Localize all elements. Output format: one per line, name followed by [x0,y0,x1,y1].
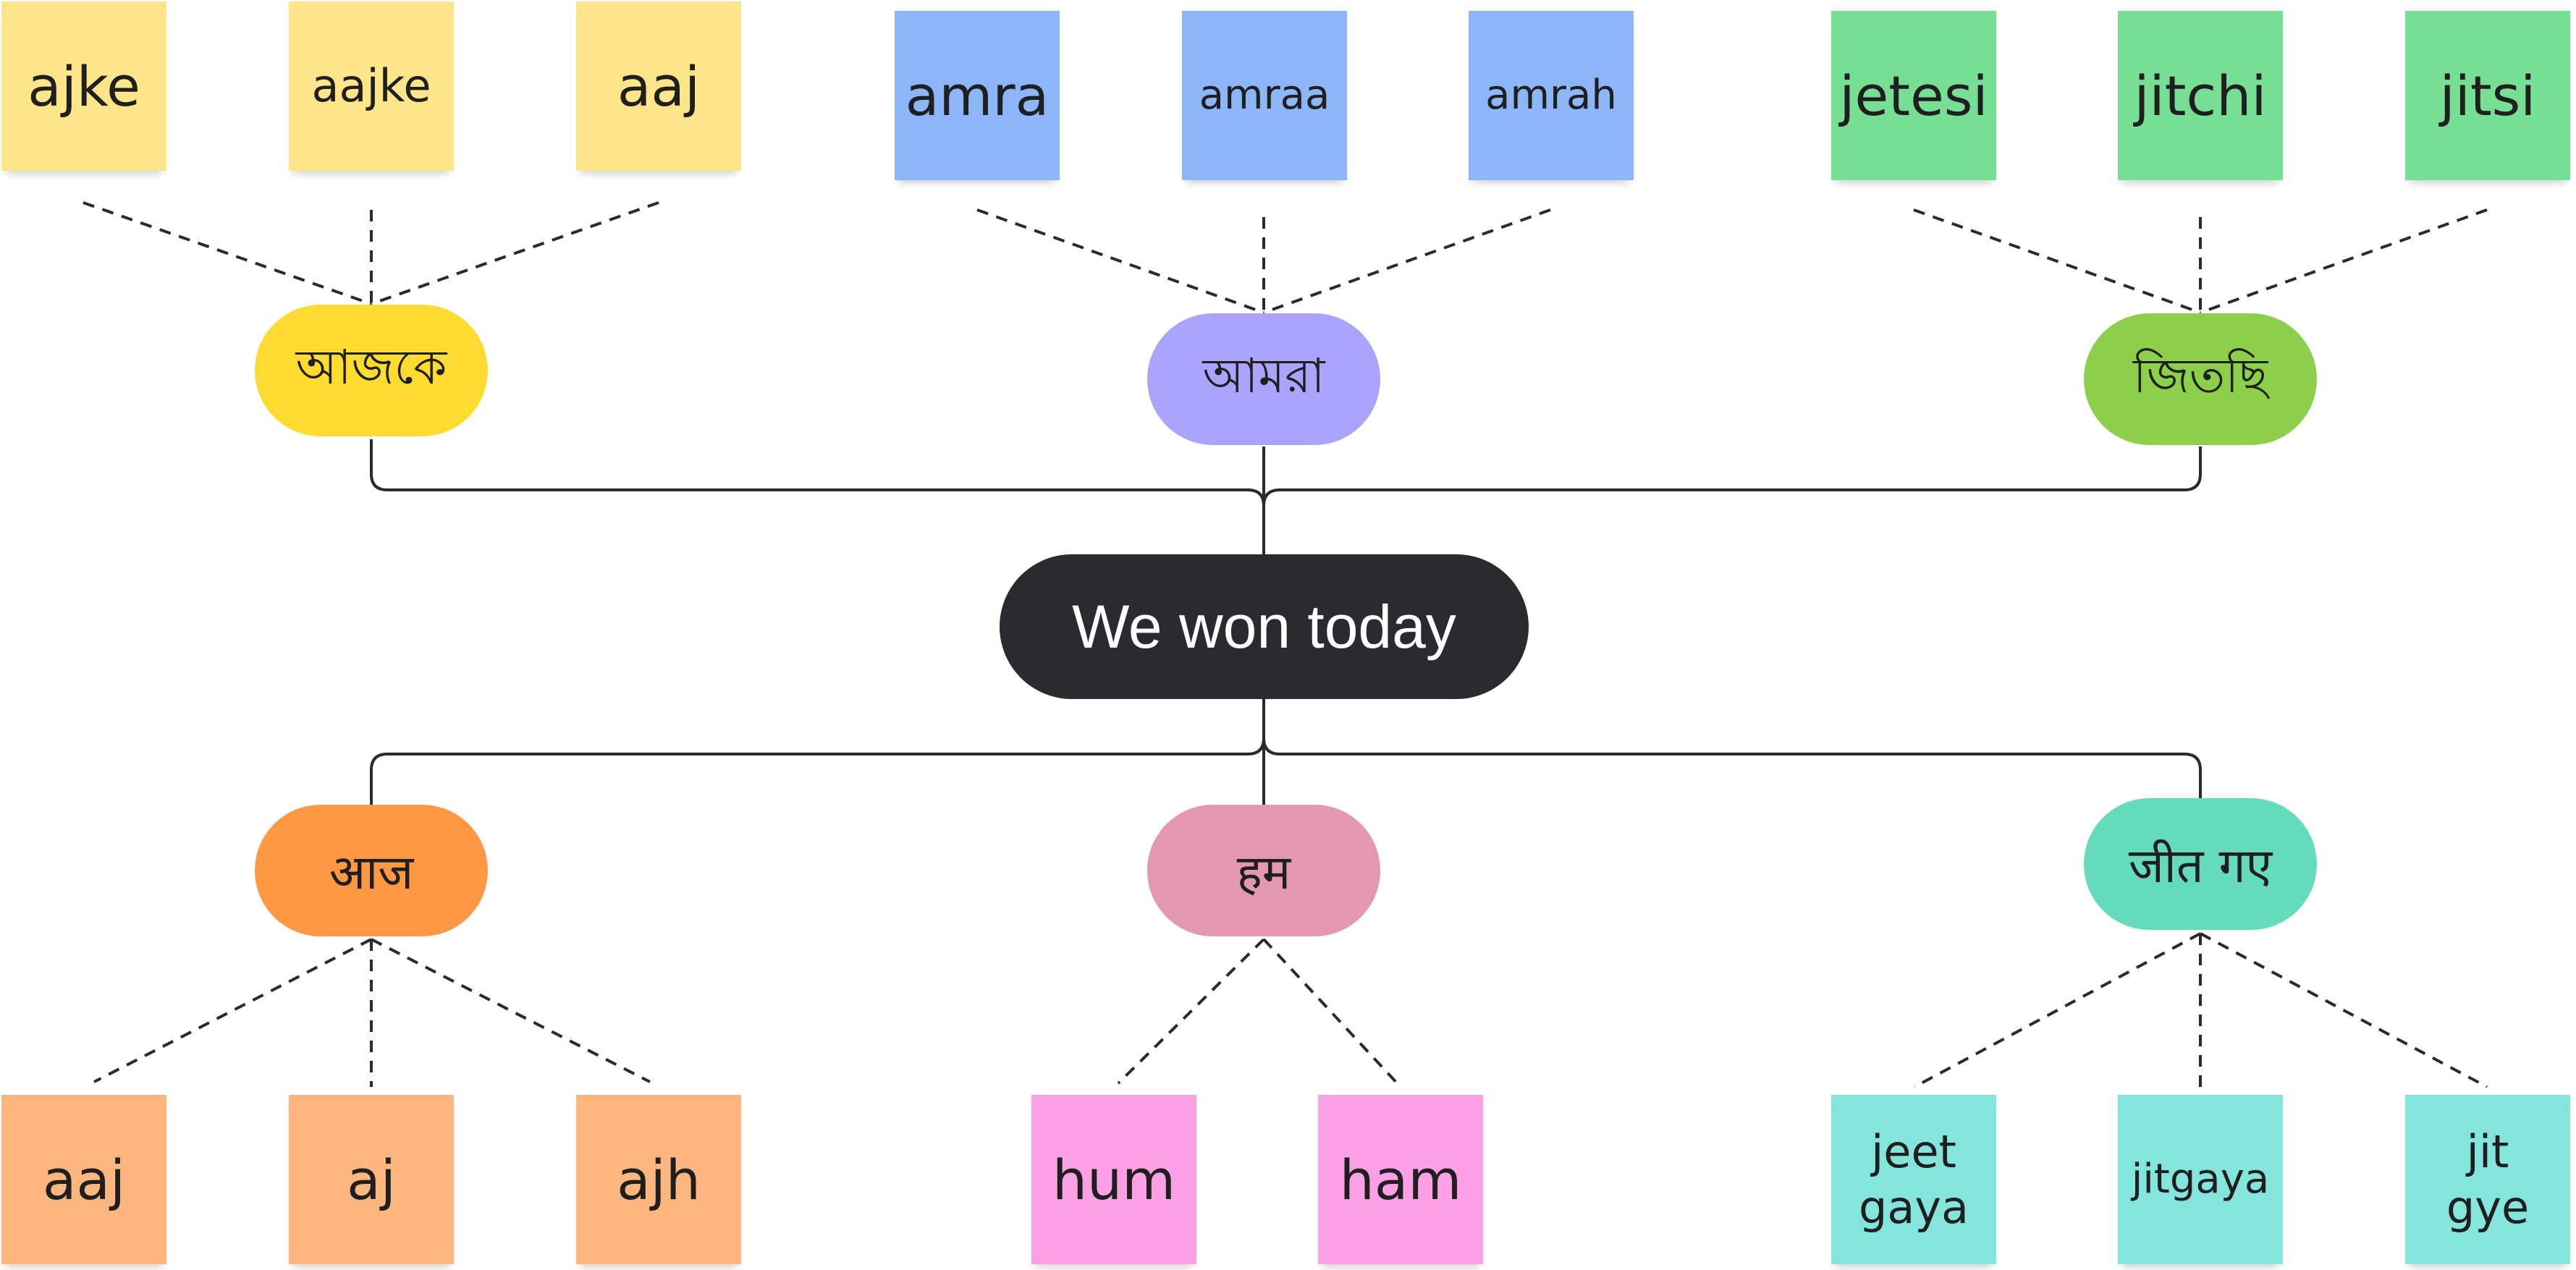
connector-center-to-bottom-left [370,699,1265,805]
branch-node-aaj-hindi[interactable]: आज [255,805,488,936]
sticky-note-aaj-bottom[interactable]: aaj [1,1095,166,1264]
dashed-link-jit-gye [2200,932,2488,1088]
sticky-note-ajke[interactable]: ajke [1,1,166,171]
dashed-link-ham [1262,938,1402,1088]
dashed-link-aaj-bottom [93,938,372,1083]
branch-node-amra-bengali[interactable]: আমরা [1147,313,1380,445]
connector-center-to-top-left [370,439,1265,554]
sticky-note-ajh[interactable]: ajh [576,1095,741,1264]
sticky-note-aaj-top[interactable]: aaj [576,1,741,171]
sticky-note-amra[interactable]: amra [895,11,1060,180]
branch-node-jitchi-bengali[interactable]: জিতছি [2084,313,2317,445]
dashed-link-amrah [1263,208,1551,314]
dashed-link-jeet-gaya [1914,932,2201,1088]
dashed-link-aaj-top [371,201,659,305]
solid-connectors [370,439,2202,805]
branch-node-jeet-gaye-hindi[interactable]: जीत गए [2084,798,2317,930]
connector-center-to-bottom-right [1262,699,2202,798]
sticky-note-hum[interactable]: hum [1031,1095,1196,1264]
sticky-note-ham[interactable]: ham [1318,1095,1483,1264]
dashed-link-ajke [83,201,372,305]
dashed-link-amra [976,208,1264,314]
branch-node-ajke-bengali[interactable]: আজকে [255,305,488,436]
sticky-note-amrah[interactable]: amrah [1469,11,1634,180]
sticky-note-aajke[interactable]: aajke [289,1,454,171]
sticky-note-jitsi[interactable]: jitsi [2405,11,2570,180]
dashed-connectors [83,201,2488,1088]
sticky-note-amraa[interactable]: amraa [1182,11,1347,180]
sticky-note-jeet-gaya[interactable]: jeet gaya [1831,1095,1996,1264]
dashed-link-jitsi [2200,208,2488,314]
connector-center-to-top-right [1262,446,2202,554]
sticky-note-jetesi[interactable]: jetesi [1831,11,1996,180]
sticky-note-aj[interactable]: aj [289,1095,454,1264]
central-node[interactable]: We won today [1000,554,1529,699]
branch-node-hum-hindi[interactable]: हम [1147,805,1380,936]
sticky-note-jitgaya[interactable]: jitgaya [2118,1095,2283,1264]
dashed-link-hum [1117,938,1265,1085]
sticky-note-jitchi[interactable]: jitchi [2118,11,2283,180]
sticky-note-jit-gye[interactable]: jit gye [2405,1095,2570,1264]
dashed-link-ajh [371,938,651,1083]
dashed-link-jetesi [1913,208,2201,314]
